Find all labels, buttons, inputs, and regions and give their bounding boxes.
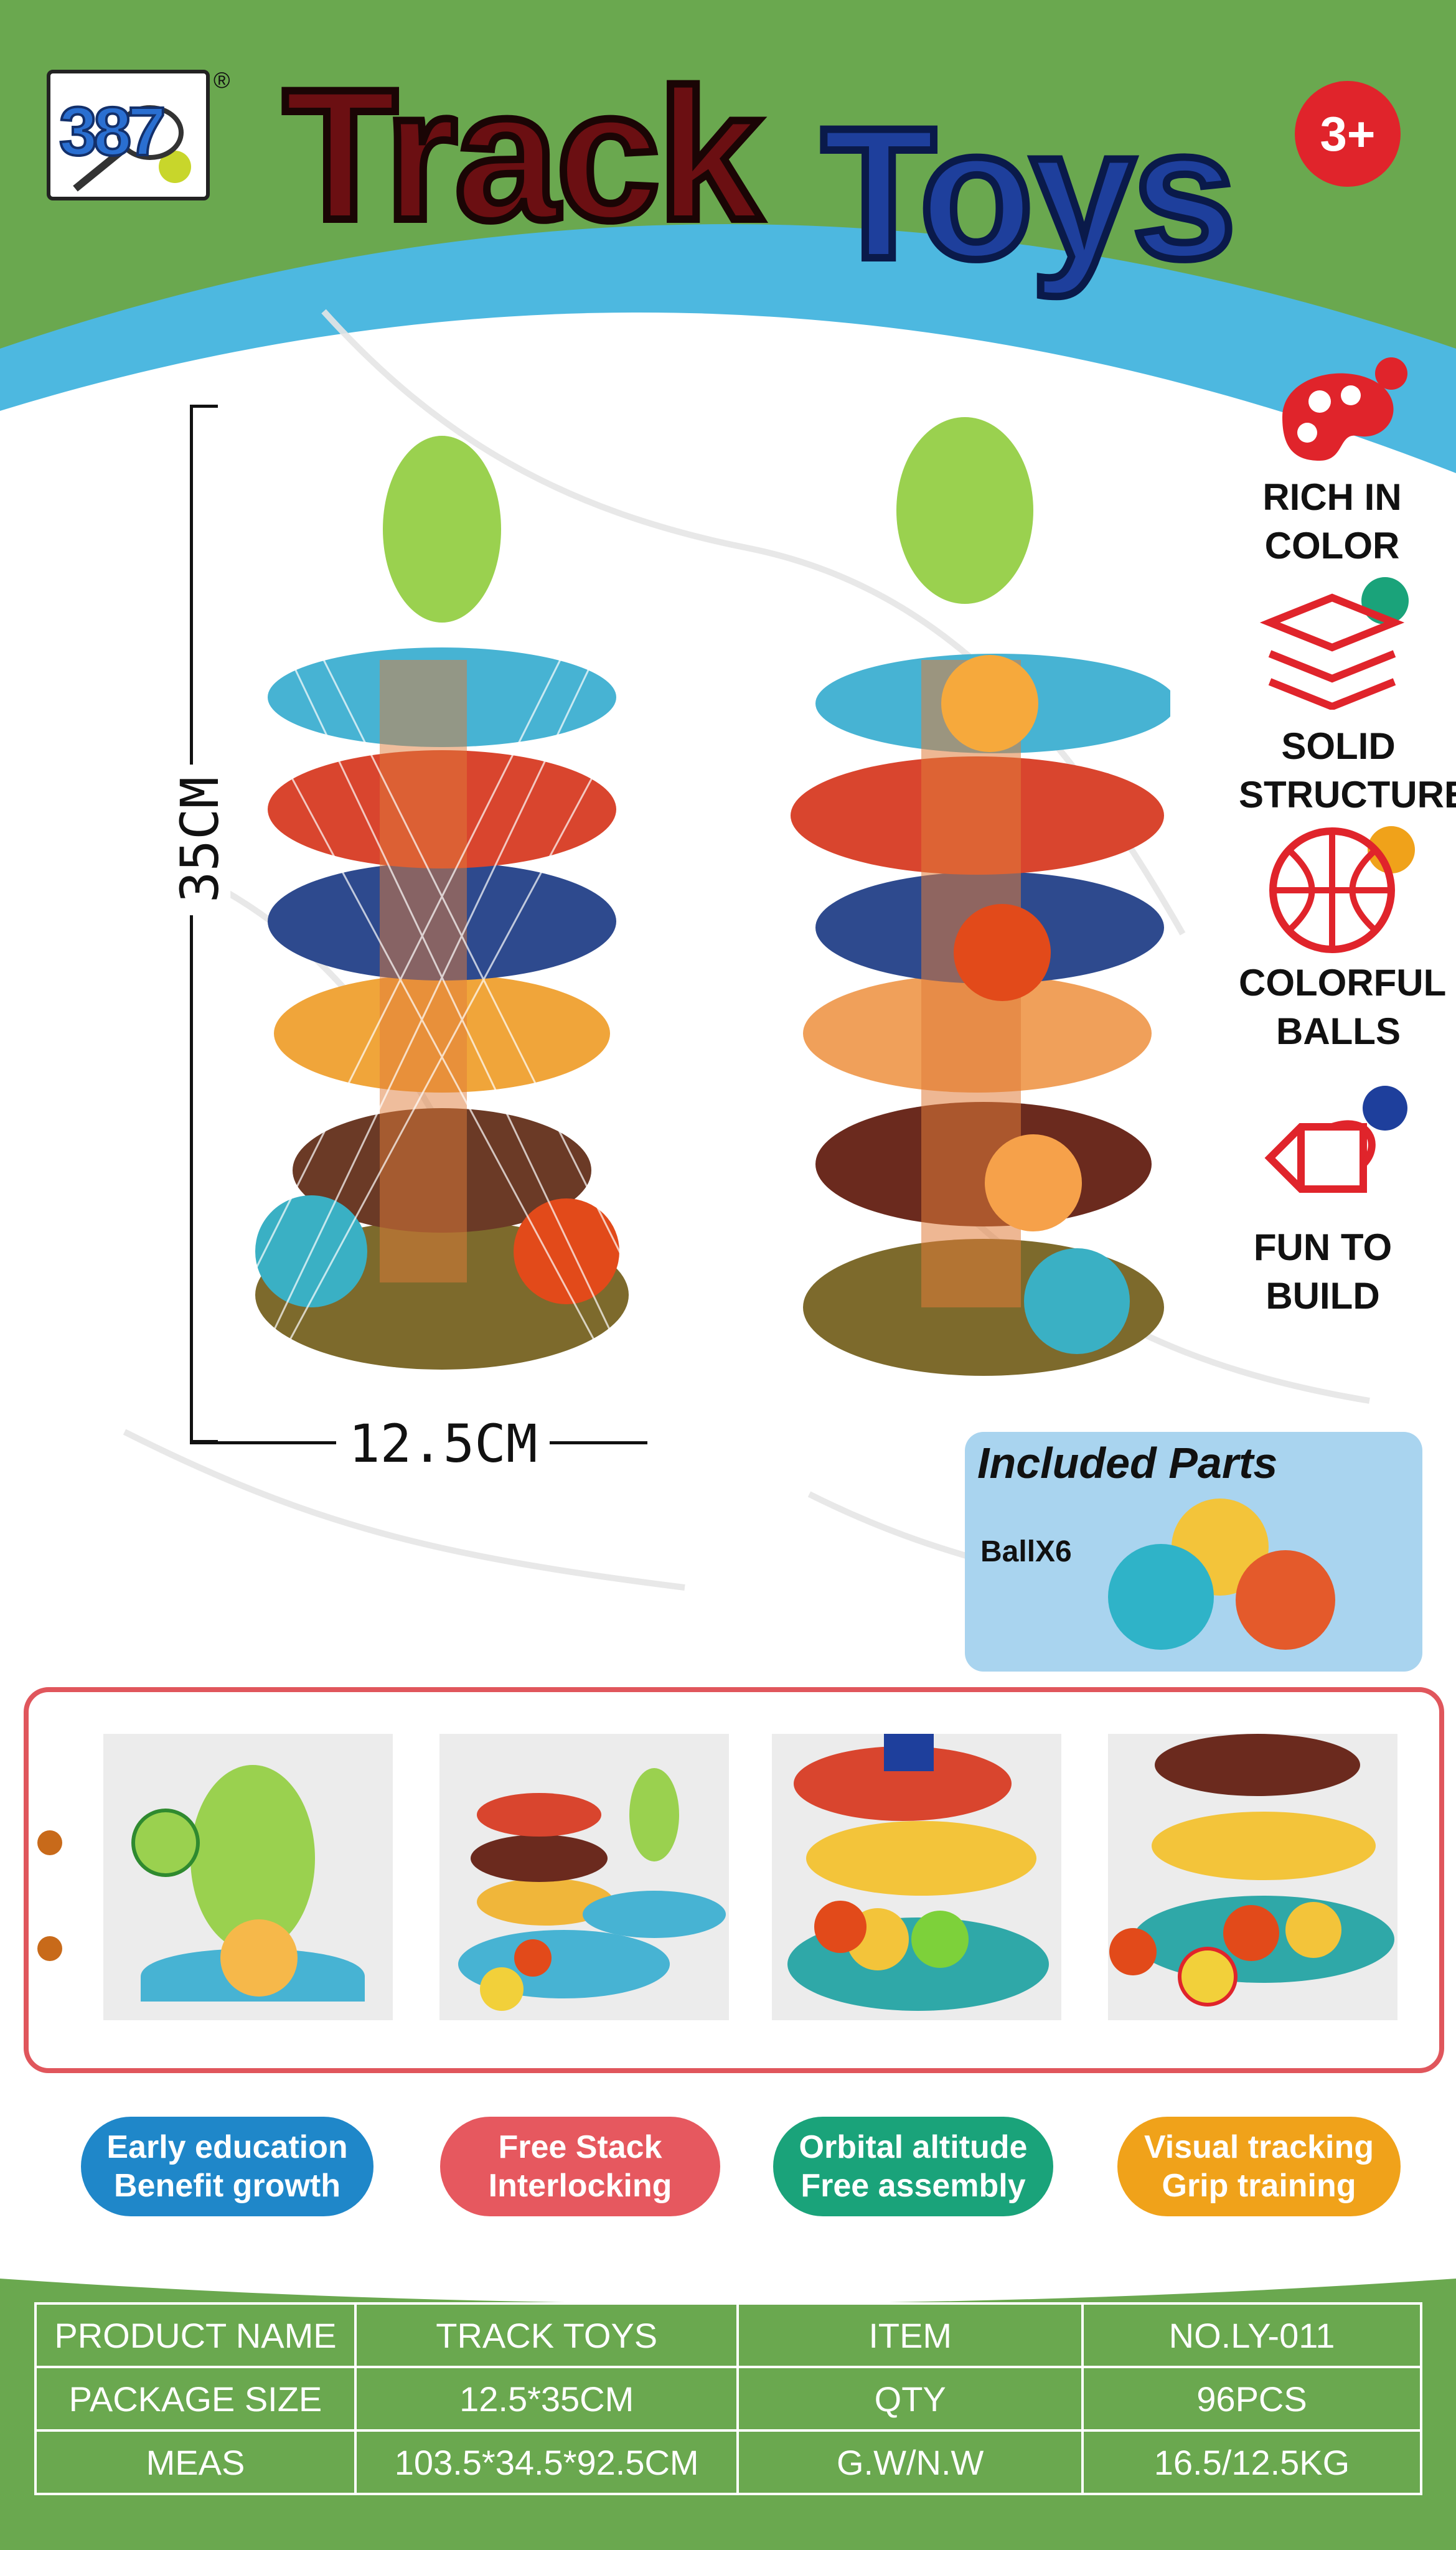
spec-label-item: ITEM [736, 2302, 1084, 2368]
table-row: MEAS 103.5*34.5*92.5CM G.W/N.W 16.5/12.5… [34, 2429, 1422, 2495]
height-dimension-line [190, 405, 193, 1443]
age-badge: 3+ [1295, 81, 1401, 187]
blocks-icon [1264, 1086, 1407, 1193]
spec-value-package-size: 12.5*35CM [354, 2366, 740, 2432]
registered-mark: ® [214, 67, 230, 93]
spec-label-weight: G.W/N.W [736, 2429, 1084, 2495]
detail-photo-4 [1108, 1734, 1397, 2020]
detail-photo-1 [103, 1734, 393, 2020]
included-parts-item: BallX6 [980, 1535, 1072, 1568]
strip-dot-2 [37, 1936, 62, 1961]
detail-photo-3 [772, 1734, 1061, 2020]
packaged-product-image [254, 436, 630, 1370]
spec-label-meas: MEAS [34, 2429, 357, 2495]
layers-icon [1259, 577, 1409, 710]
spec-value-weight: 16.5/12.5KG [1081, 2429, 1422, 2495]
spec-value-qty: 96PCS [1081, 2366, 1422, 2432]
title-word-toys: Toys [818, 88, 1240, 298]
balls-image [1108, 1498, 1335, 1650]
title-word-track: Track [279, 50, 765, 259]
feature-label-color: RICH IN COLOR [1262, 476, 1402, 567]
brand-logo-text: 387 [58, 92, 167, 171]
spec-value-meas: 103.5*34.5*92.5CM [354, 2429, 740, 2495]
spec-label-package-size: PACKAGE SIZE [34, 2366, 357, 2432]
feature-label-structure: SOLID STRUCTURE [1239, 725, 1456, 816]
spec-table: PRODUCT NAME TRACK TOYS ITEM NO.LY-011 P… [34, 2302, 1422, 2495]
assembled-product-image [791, 417, 1170, 1376]
benefit-pill-free-stack: Free Stack Interlocking [440, 2117, 720, 2216]
palette-icon [1282, 357, 1407, 461]
brand-logo-graphic [73, 105, 191, 192]
spec-label-qty: QTY [736, 2366, 1084, 2432]
spec-value-item: NO.LY-011 [1081, 2302, 1422, 2368]
benefit-pill-orbital-altitude: Orbital altitude Free assembly [773, 2117, 1053, 2216]
benefit-pill-early-education: Early education Benefit growth [81, 2117, 373, 2216]
spec-value-product-name: TRACK TOYS [354, 2302, 740, 2368]
included-parts-panel: Included Parts BallX6 [965, 1432, 1422, 1672]
width-dimension-label: 12.5CM [336, 1413, 550, 1474]
table-row: PRODUCT NAME TRACK TOYS ITEM NO.LY-011 [34, 2302, 1422, 2368]
basketball-icon [1269, 826, 1415, 953]
height-dimension-label: 35CM [169, 764, 231, 916]
feature-label-build: FUN TO BUILD [1253, 1226, 1393, 1317]
height-dimension-line-top-tick [190, 405, 218, 408]
spec-label-product-name: PRODUCT NAME [34, 2302, 357, 2368]
included-parts-title: Included Parts [977, 1439, 1278, 1487]
table-row: PACKAGE SIZE 12.5*35CM QTY 96PCS [34, 2366, 1422, 2432]
strip-dot-1 [37, 1830, 62, 1855]
detail-photo-2 [439, 1734, 729, 2020]
benefit-pill-visual-tracking: Visual tracking Grip training [1117, 2117, 1401, 2216]
brand-logo: 387 ® [47, 67, 230, 200]
feature-label-balls: COLORFUL BALLS [1239, 962, 1447, 1052]
